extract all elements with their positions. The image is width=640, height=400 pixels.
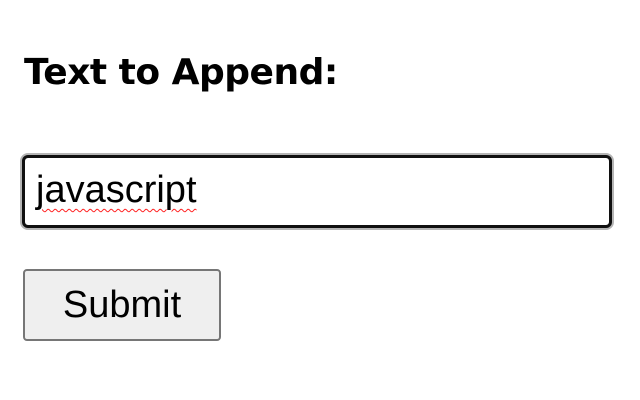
text-to-append-label: Text to Append: bbox=[24, 52, 338, 93]
submit-button[interactable]: Submit bbox=[23, 269, 221, 341]
append-text-input[interactable] bbox=[22, 155, 612, 228]
